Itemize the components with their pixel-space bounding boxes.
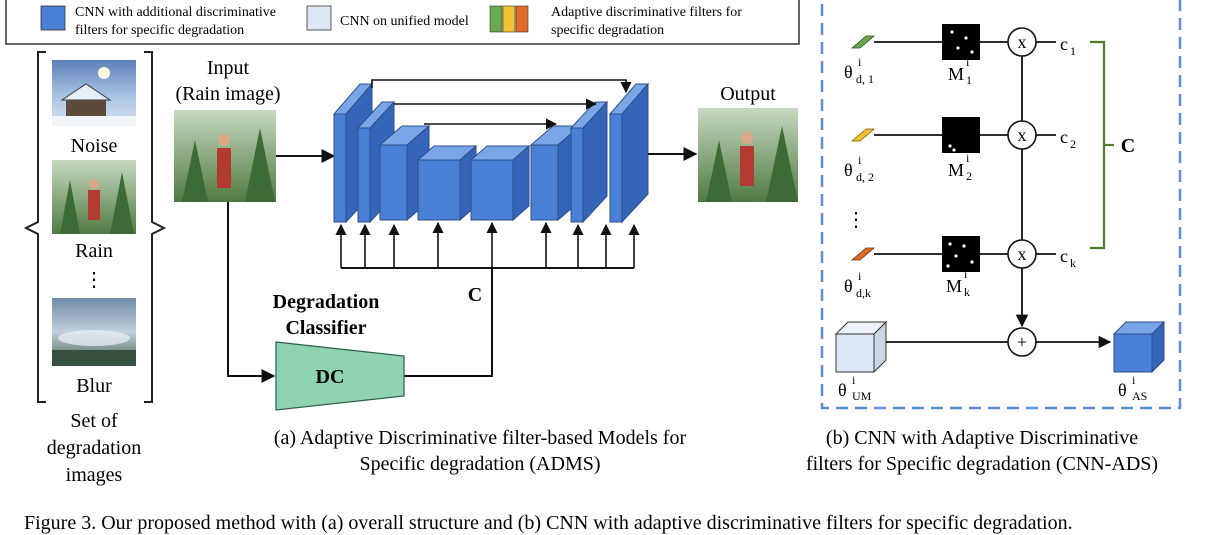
- legend-swatch-green: [489, 5, 503, 33]
- mask-1-label: M: [948, 64, 964, 84]
- green-filter-icon: [850, 35, 876, 49]
- theta-dk: θ: [844, 276, 853, 296]
- ck-sub: k: [1070, 256, 1076, 270]
- mask-2-label: M: [948, 160, 964, 180]
- theta-d2: θ: [844, 160, 853, 180]
- right-bracket: [144, 51, 167, 403]
- theta-d1: θ: [844, 62, 853, 82]
- c-brace-label: C: [1121, 135, 1135, 157]
- mask-k-sup: i: [964, 267, 968, 281]
- panel-a-caption-line2: Specific degradation (ADMS): [359, 453, 600, 475]
- skip-connections: [371, 79, 632, 130]
- theta-d2-sub: d, 2: [856, 170, 874, 184]
- legend-item1-line2: filters for specific degradation: [75, 23, 244, 38]
- mask-k-label: M: [946, 276, 962, 296]
- legend-item1-line1: CNN with additional discriminative: [75, 5, 276, 20]
- c2-sub: 2: [1070, 137, 1076, 151]
- set-caption-line3: images: [66, 464, 123, 486]
- set-caption-line1: Set of: [70, 410, 118, 432]
- mask-1: [942, 24, 980, 60]
- legend-swatch-light: [306, 5, 332, 31]
- panel-a-caption-line1: (a) Adaptive Discriminative filter-based…: [274, 427, 687, 449]
- yellow-filter-icon: [850, 128, 876, 142]
- input-rain-image: [174, 110, 276, 202]
- theta-as-sup: i: [1132, 373, 1136, 387]
- legend-swatch-yellow: [502, 5, 516, 33]
- decoder-layer-3: [608, 82, 650, 224]
- mask-2-sup: i: [966, 151, 970, 165]
- multiply-op-1: x: [1018, 32, 1027, 52]
- c1-sub: 1: [1070, 44, 1076, 58]
- multiply-op-k: x: [1018, 244, 1027, 264]
- theta-d1-sub: d, 1: [856, 72, 874, 86]
- figure-caption: Figure 3. Our proposed method with (a) o…: [24, 512, 1073, 534]
- degradation-classifier: DC: [275, 341, 405, 411]
- blur-label: Blur: [76, 375, 112, 397]
- theta-d1-sup: i: [858, 55, 862, 69]
- left-bracket: [23, 51, 46, 403]
- noise-label: Noise: [71, 135, 118, 157]
- mask-2-sub: 2: [966, 169, 972, 183]
- left-panel: Noise Rain ⋮ Blur Set of degradation ima…: [23, 51, 167, 486]
- legend-swatch-blue: [40, 5, 66, 31]
- winter-house-image: [52, 60, 136, 126]
- theta-d2-sup: i: [858, 153, 862, 167]
- decoder-layer-2: [569, 100, 609, 224]
- c-label: C: [468, 284, 482, 306]
- theta-dk-sub: d,k: [856, 286, 871, 300]
- c1-label: c: [1060, 34, 1068, 54]
- theta-as: θ: [1118, 380, 1127, 400]
- legend-swatch-orange: [515, 5, 529, 33]
- theta-dk-sup: i: [858, 269, 862, 283]
- legend-item3-line1: Adaptive discriminative filters for: [551, 5, 742, 20]
- c-brace: C: [1090, 40, 1135, 250]
- dc-label: DC: [316, 366, 345, 388]
- plus-op: +: [1017, 332, 1027, 352]
- bottleneck-layer-2: [469, 144, 531, 222]
- theta-as-sub: AS: [1132, 389, 1147, 403]
- legend-item2-label: CNN on unified model: [340, 14, 469, 29]
- ck-label: c: [1060, 246, 1068, 266]
- filter-row-2: x c 2 θ i d, 2 M i 2: [844, 117, 1076, 184]
- mask-k-sub: k: [964, 285, 970, 299]
- theta-um-sub: UM: [852, 389, 872, 403]
- c2-label: c: [1060, 127, 1068, 147]
- set-caption-line2: degradation: [47, 437, 141, 459]
- unet-network: [332, 79, 650, 224]
- filter-row-k: x c k θ i d,k M i k: [844, 236, 1076, 300]
- adaptive-specific-cube: [1112, 320, 1166, 374]
- classifier-feedback-lines: [335, 221, 640, 377]
- filter-row-1: x c 1 θ i d, 1 M i 1: [844, 24, 1076, 87]
- rain-label: Rain: [75, 240, 113, 262]
- panel-b-caption-line2: filters for Specific degradation (CNN-AD…: [806, 453, 1158, 475]
- blurred-landscape-image: [52, 298, 136, 366]
- output-image: [698, 108, 798, 202]
- panel-b-caption-line1: (b) CNN with Adaptive Discriminative: [826, 427, 1138, 449]
- theta-um: θ: [838, 380, 847, 400]
- panel-b: x c 1 θ i d, 1 M i 1 x c 2 θ i d, 2 M: [806, 0, 1182, 475]
- theta-um-sup: i: [852, 373, 856, 387]
- mask-1-sup: i: [966, 55, 970, 69]
- decoder-layer-1: [529, 124, 582, 222]
- legend: CNN with additional discriminative filte…: [5, 0, 800, 45]
- output-label: Output: [720, 83, 776, 105]
- classifier-label-line1: Degradation: [273, 291, 380, 313]
- rain-man-image: [52, 160, 136, 234]
- classifier-label-line2: Classifier: [285, 317, 366, 339]
- bottleneck-layer-1: [416, 144, 478, 222]
- mask-1-sub: 1: [966, 73, 972, 87]
- panel-b-dashed-frame: [820, 0, 1182, 410]
- multiply-op-2: x: [1018, 125, 1027, 145]
- mask-2: [942, 117, 980, 153]
- vertical-ellipsis-icon: ⋮: [84, 269, 104, 291]
- input-label-line2: (Rain image): [176, 83, 281, 105]
- orange-filter-icon: [850, 247, 876, 261]
- rows-ellipsis-icon: ⋮: [846, 209, 866, 231]
- unified-model-cube: [834, 320, 888, 374]
- input-label-line1: Input: [207, 57, 250, 79]
- legend-item3-line2: specific degradation: [551, 23, 664, 38]
- panel-a: Input (Rain image): [174, 57, 798, 475]
